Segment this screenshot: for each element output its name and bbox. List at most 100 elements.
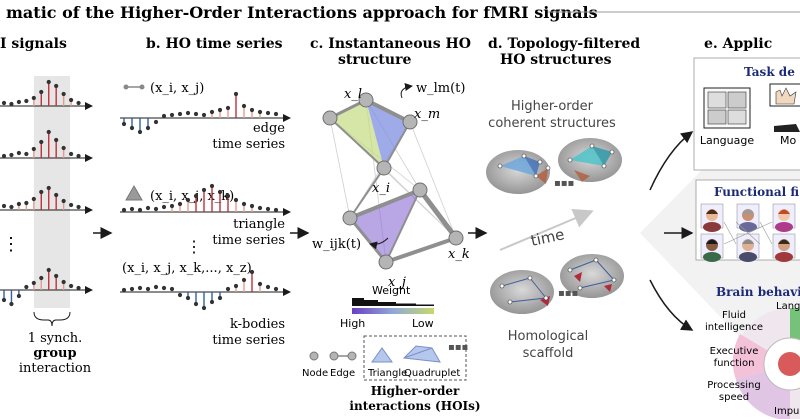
scaffold-label-2: scaffold [523,346,574,361]
behavior-impulsivity: Impu [774,406,799,417]
behavior-wheel [732,307,800,419]
col-a-ellipsis: ⋮ [2,234,20,255]
signal-a-2 [0,129,93,162]
functional-title: Functional fi [714,185,799,199]
behavior-speed-1: Processing [707,380,760,391]
node-label-k: x_k [448,247,470,262]
triangle-glyph [125,184,143,201]
faces-grid [700,203,796,262]
coherent-label-2: coherent structures [488,116,616,131]
time-arrow [499,209,594,251]
face-link-1 [723,221,737,245]
signal-plots-a [0,79,93,307]
signal-b-kbody [120,269,291,311]
edge-glyph [123,84,145,90]
weight-low-label: Low [412,317,434,330]
heading-b: b. HO time series [146,36,283,52]
signal-a-1 [0,79,93,110]
node-b [412,182,428,198]
node-i [376,160,392,176]
brain-dots-bottom: ▪▪▪ [558,288,578,299]
kbody-tuple: (x_i, x_j, x_k,..., x_z) [122,261,252,276]
legend-triangle-label: Triangle [367,368,407,379]
behavior-speed-2: speed [719,392,749,403]
behavior-language: Lang [776,301,800,312]
face-2 [736,203,760,232]
brain-coherent-2 [558,138,622,182]
signal-b-edge [120,91,291,135]
face-link-3 [759,221,773,245]
legend-hoi-box [363,335,467,381]
figure-title: matic of the Higher-Order Interactions a… [6,3,598,22]
weight-lm-arrow [400,83,413,99]
edge-label-1: edge [253,121,285,136]
task-motor-icon [769,83,800,132]
brain-dots-top: ▪▪▪ [554,178,574,189]
legend-quadruplet-label: Quadruplet [404,368,460,379]
ho-structure-graph [322,92,464,270]
brain-coherent-1 [486,150,551,194]
node-label-m: x_m [414,107,440,122]
heading-c-line1: c. Instantaneous HO [310,36,471,52]
signal-b-triangle [120,183,291,216]
task-motor-label: Mo [780,134,796,147]
weight-ijk-arrow [369,237,389,250]
weight-legend-title: Weight [372,284,411,297]
task-language-label: Language [700,134,755,147]
sync-brace [33,311,71,327]
legend-caption-1: Higher-order [371,384,460,398]
caption-sync: 1 synch. [28,331,83,346]
node-k [448,230,464,246]
legend-node-glyph [309,351,319,361]
triangle-label-1: triangle [233,217,285,232]
behavior-fluid-2: intelligence [705,322,763,333]
face-3 [772,203,796,232]
signal-a-3 [0,185,93,214]
brain-scaffold-2 [560,254,624,298]
heading-d-line1: d. Topology-filtered [488,36,640,52]
legend-quadruplet-glyph [402,345,441,363]
node-j [378,254,394,270]
legend-triangle-glyph [371,347,393,363]
scaffold-label-1: Homological [508,329,589,344]
node-m [402,114,418,130]
node-label-i: x_i [372,181,390,196]
legend-node-label: Node [302,368,328,379]
heading-a: I signals [0,36,67,52]
hoi-legend: ▪▪▪ [309,335,468,381]
face-4 [700,233,724,262]
triangle-label-2: time series [212,233,285,248]
node-a [342,210,358,226]
weight-ijk-label: w_ijk(t) [312,237,361,252]
weight-gradient-bar [352,308,434,314]
coherent-label-1: Higher-order [511,99,594,114]
svg-text:▪▪▪: ▪▪▪ [448,342,468,353]
signal-a-4 [0,267,93,307]
caption-group: group [33,346,76,361]
behavior-title: Brain behavi [716,285,800,299]
node-label-l: x_l [344,87,362,102]
triangle-tuple: (x_i, x_j, x_k) [150,189,234,204]
face-link-4 [723,221,773,245]
task-title: Task de [744,65,795,79]
heading-d-line2: HO structures [500,52,612,68]
arrow-to-behavior [649,279,694,331]
face-5 [736,233,760,262]
behavior-exec-1: Executive [710,346,759,357]
weight-legend-steps [352,298,434,306]
face-1 [700,203,724,232]
time-label: time [529,225,566,250]
behavior-fluid-1: Fluid [722,310,746,321]
brain-scaffold-1 [490,270,554,314]
face-6 [772,233,796,262]
node-l [322,110,338,126]
caption-interaction: interaction [19,361,92,376]
edge-label-2: time series [212,137,285,152]
weight-lm-label: w_lm(t) [416,81,465,96]
node-label-j: x_j [388,275,406,290]
behavior-exec-2: function [714,358,755,369]
legend-caption-2: interactions (HOIs) [349,399,480,413]
heading-e: e. Applic [704,36,772,52]
weight-high-label: High [340,317,365,330]
